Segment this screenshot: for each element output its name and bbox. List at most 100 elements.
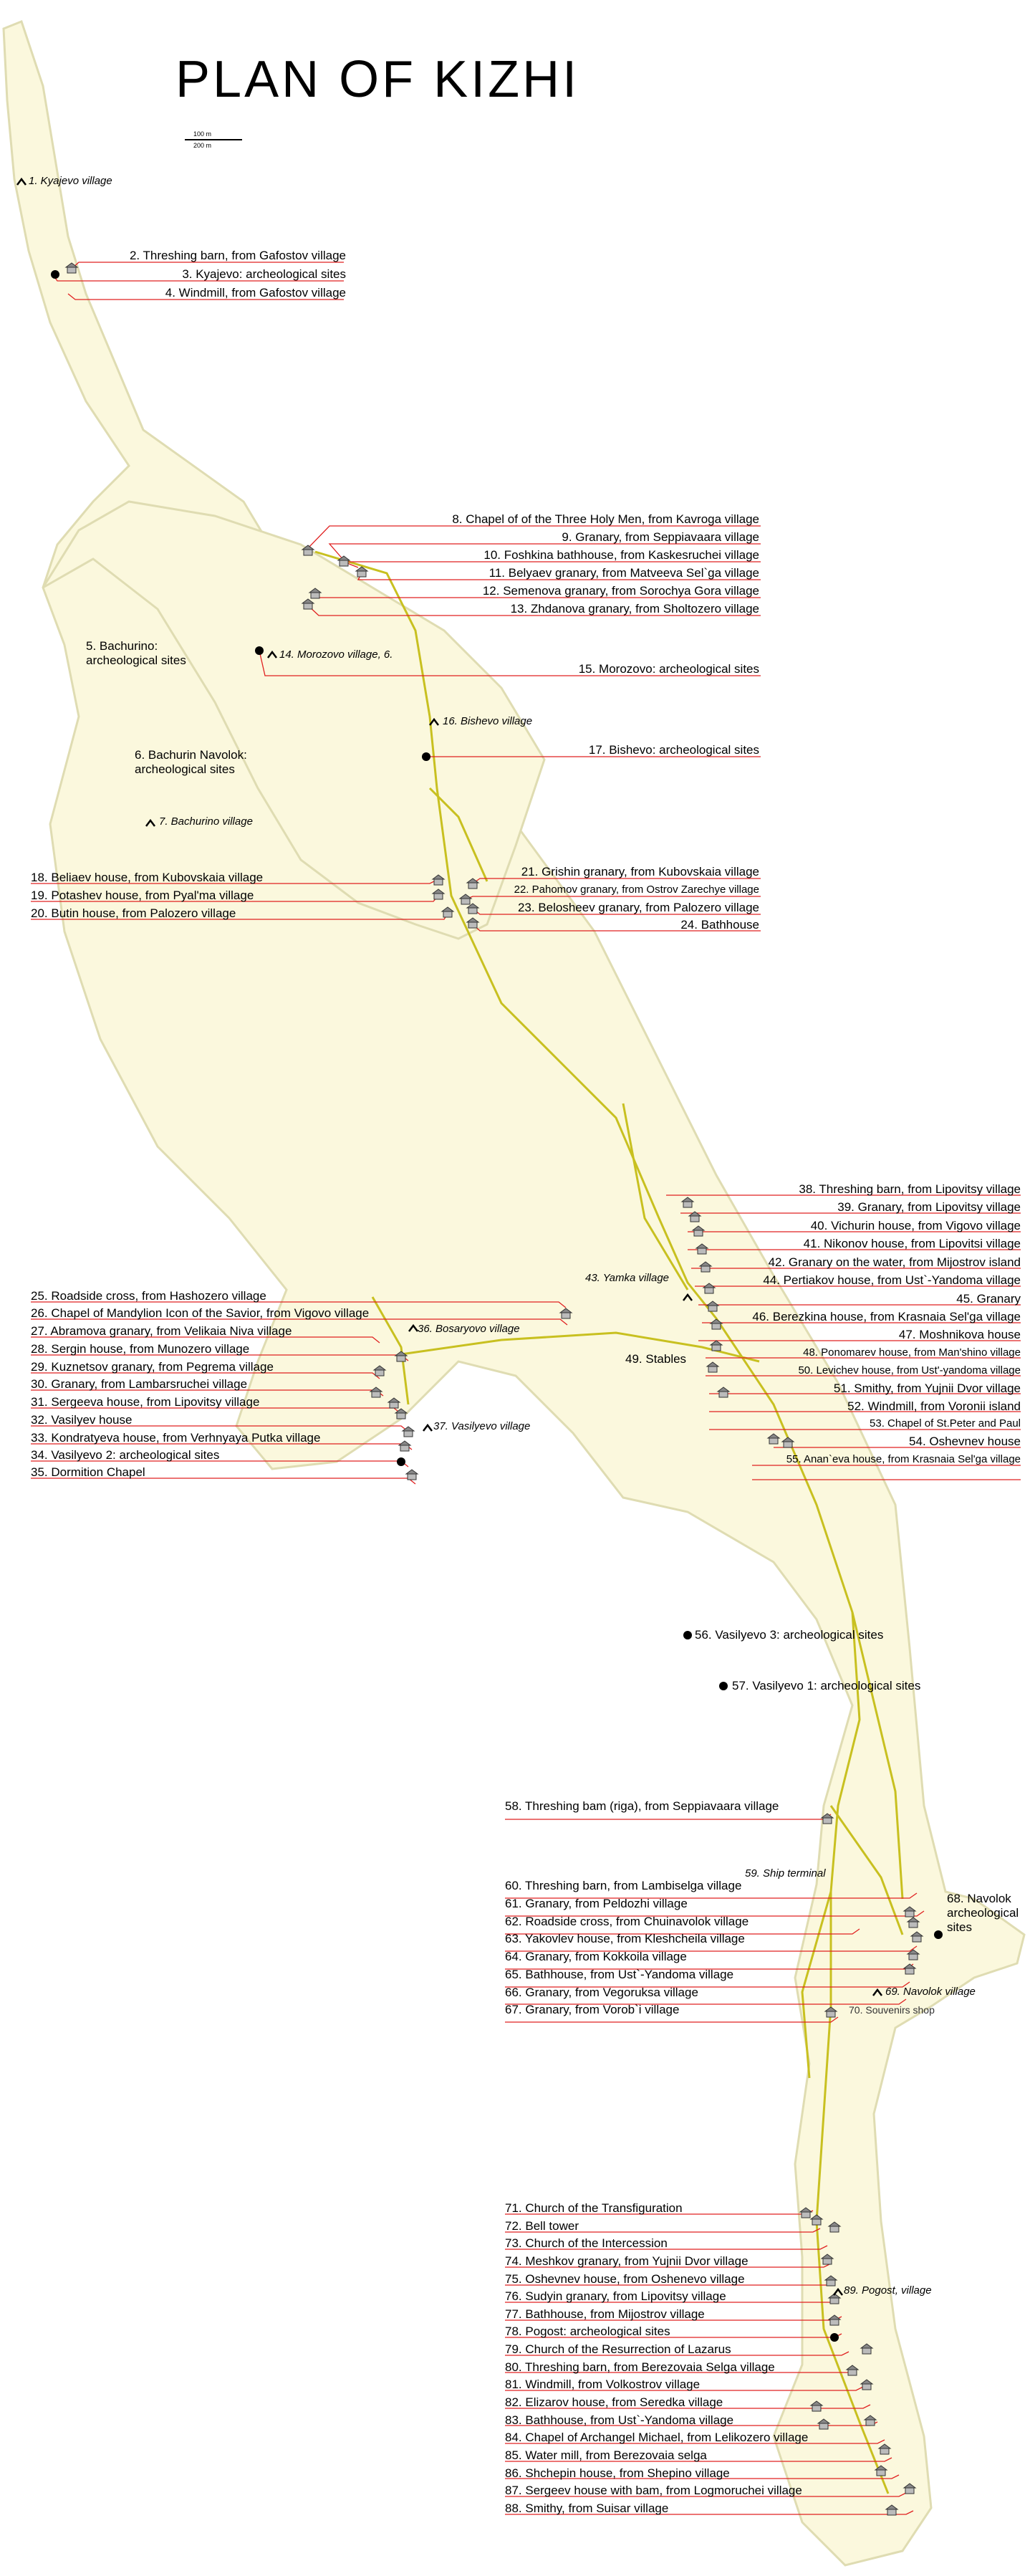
building-icon (827, 2293, 842, 2304)
leader-line (505, 2016, 839, 2023)
map-label: 53. Chapel of St.Peter and Paul (870, 1417, 1021, 1430)
building-icon (394, 1408, 408, 1419)
archeological-site-icon (934, 1930, 943, 1939)
building-icon (466, 903, 480, 914)
leader-line (31, 1301, 567, 1308)
map-label: 21. Grishin granary, from Kubovskaia vil… (521, 865, 759, 878)
chapel-icon (559, 1308, 573, 1319)
leader-line (505, 2386, 864, 2391)
leader-line (31, 1478, 416, 1485)
map-label: 81. Windmill, from Volkostrov village (505, 2378, 701, 2391)
map-label: 26. Chapel of Mandylion Icon of the Savi… (31, 1306, 370, 1320)
map-label: 85. Water mill, from Berezovaia selga (505, 2448, 707, 2462)
building-icon (910, 1931, 924, 1943)
building-icon (680, 1197, 695, 1208)
village-label: 36. Bosaryovo village (418, 1323, 520, 1335)
map-label: 79. Church of the Resurrection of Lazaru… (505, 2342, 731, 2356)
map-label: 12. Semenova granary, from Sorochya Gora… (482, 584, 759, 598)
archeological-site-icon (51, 270, 59, 279)
village-label: 14. Morozovo village, 6. (279, 648, 393, 661)
leader-line (505, 2228, 821, 2233)
building-icon (394, 1351, 408, 1362)
map-label: 34. Vasilyevo 2: archeological sites (31, 1448, 220, 1462)
map-label: 24. Bathhouse (680, 918, 759, 932)
leader-line (505, 2404, 871, 2409)
site-label: 57. Vasilyevo 1: archeological sites (732, 1679, 921, 1692)
building-icon (387, 1397, 401, 1409)
site-label: 6. Bachurin Navolok: archeological sites (135, 748, 247, 776)
map-label: 76. Sudyin granary, from Lipovitsy villa… (505, 2289, 726, 2303)
map-label: 58. Threshing bam (riga), from Seppiavaa… (505, 1799, 779, 1813)
site-label: 70. Souvenirs shop (849, 2004, 935, 2016)
village-label: 89. Pogost, village (844, 2284, 932, 2297)
map-label: 11. Belyaev granary, from Matveeva Sel`g… (488, 566, 759, 580)
building-icon (906, 1949, 920, 1960)
leader-line (505, 1928, 860, 1935)
village-caret-icon (267, 650, 277, 659)
leader-line (505, 2510, 914, 2515)
map-label: 65. Bathhouse, from Ust`-Yandoma village (505, 1968, 734, 1981)
map-label: 66. Granary, from Vegoruksa village (505, 1986, 698, 1999)
building-icon (401, 1426, 415, 1437)
chapel-icon (301, 545, 315, 556)
map-label: 80. Threshing barn, from Berezovaia Selg… (505, 2360, 775, 2374)
map-label: 40. Vichurin house, from Vigovo village (810, 1219, 1021, 1232)
map-label: 4. Windmill, from Gafostov village (165, 286, 346, 300)
archeological-site-icon (397, 1457, 405, 1466)
map-label: 54. Oshevnev house (909, 1435, 1021, 1448)
building-icon (885, 2504, 899, 2516)
scale-top-label: 100 m (193, 130, 212, 138)
village-caret-icon (408, 1323, 418, 1332)
map-label: 83. Bathhouse, from Ust`-Yandoma village (505, 2413, 734, 2427)
leader-line (505, 1814, 832, 1820)
village-label: 7. Bachurino village (159, 815, 253, 828)
building-icon (691, 1225, 706, 1237)
building-icon (372, 1365, 387, 1376)
archeological-site-icon (719, 1682, 728, 1690)
map-label: 88. Smithy, from Suisar village (505, 2501, 669, 2515)
map-label: 73. Church of the Intercession (505, 2236, 668, 2250)
village-caret-icon (833, 2287, 843, 2296)
map-label: 48. Ponomarev house, from Man'shino vill… (803, 1346, 1021, 1359)
building-icon (903, 2483, 917, 2494)
map-label: 62. Roadside cross, from Chuinavolok vil… (505, 1915, 749, 1928)
map-label: 74. Meshkov granary, from Yujnii Dvor vi… (505, 2254, 749, 2268)
chapel-icon (405, 1469, 419, 1480)
map-label: 27. Abramova granary, from Velikaia Niva… (31, 1324, 292, 1338)
leader-line (505, 1945, 918, 1952)
building-icon (308, 588, 322, 599)
building-icon (458, 894, 473, 905)
chapel-icon (863, 2415, 877, 2426)
map-label: 47. Moshnikova house (898, 1328, 1021, 1341)
village-caret-icon (423, 1423, 433, 1432)
map-label: 86. Shchepin house, from Shepino village (505, 2466, 730, 2480)
map-label: 30. Granary, from Lambarsruchei village (31, 1377, 248, 1391)
threshing-barn-icon (64, 262, 79, 274)
map-label: 25. Roadside cross, from Hashozero villa… (31, 1289, 266, 1303)
village-label: 43. Yamka village (585, 1272, 670, 1284)
village-label: 37. Vasilyevo village (433, 1420, 531, 1432)
map-label: 28. Sergin house, from Munozero village (31, 1342, 250, 1356)
building-icon (845, 2365, 860, 2376)
village-caret-icon (145, 818, 155, 827)
map-label: 75. Oshevnev house, from Oshenevo villag… (505, 2272, 745, 2286)
map-label: 45. Granary (956, 1292, 1021, 1306)
building-icon (716, 1387, 731, 1398)
map-label: 42. Granary on the water, from Mijostrov… (768, 1255, 1021, 1269)
map-label: 60. Threshing barn, from Lambiselga vill… (505, 1879, 742, 1892)
building-icon (688, 1211, 702, 1222)
building-icon (824, 2006, 838, 2018)
building-icon (809, 2400, 824, 2412)
leader-line (505, 1910, 925, 1917)
building-icon (903, 1963, 917, 1975)
leader-line (505, 2439, 885, 2444)
map-label: 18. Beliaev house, from Kubovskaia villa… (31, 871, 264, 884)
building-icon (877, 2443, 892, 2455)
scale-line (185, 139, 242, 140)
map-label: 46. Berezkina house, from Krasnaia Sel'g… (752, 1310, 1021, 1323)
leader-line (505, 1998, 907, 2005)
leader-line (328, 543, 761, 561)
map-title: PLAN OF KIZHI (175, 51, 580, 108)
map-label: 29. Kuznetsov granary, from Pegrema vill… (31, 1360, 274, 1374)
